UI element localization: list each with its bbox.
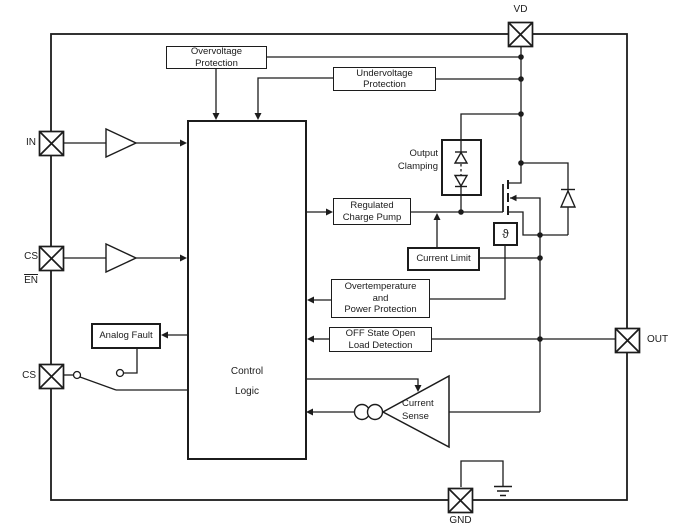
junction-dot	[518, 111, 524, 117]
wire-logic-to-sense-amp	[306, 378, 419, 385]
off-state-open-load-block: OFF State Open Load Detection	[329, 327, 432, 352]
gnd-pin-box	[447, 487, 474, 514]
out-pin-box	[614, 327, 641, 354]
in-pin-box	[38, 130, 65, 157]
arrow-right-chargepump	[326, 208, 333, 216]
junction-dot	[518, 54, 524, 60]
arrow-left-analog-fault	[161, 331, 168, 339]
pin-label-cs-en: CS EN	[12, 239, 38, 299]
device-boundary	[50, 33, 628, 501]
pin-label-cs-en-top: CS	[24, 251, 38, 262]
wire-analog-fault-to-switch	[124, 348, 138, 374]
wire-diode-branch	[521, 162, 569, 235]
overtemperature-protection-block: Overtemperature and Power Protection	[331, 279, 430, 318]
junction-dot	[537, 336, 543, 342]
wires	[50, 33, 628, 501]
wire-gnd-loop	[460, 460, 504, 487]
control-logic-block: Control Logic	[187, 120, 307, 460]
arrow-right-in	[180, 139, 187, 147]
arrow-left-offstate	[307, 335, 314, 343]
junction-dot	[518, 76, 524, 82]
pin-label-cs-en-bottom: EN	[24, 275, 38, 286]
temperature-sensor-block: ϑ	[493, 222, 518, 246]
junction-dot	[537, 232, 543, 238]
wire-undervoltage-to-logic	[257, 77, 333, 113]
current-mirror-circle-right	[366, 403, 384, 421]
switch-blade	[79, 376, 117, 391]
in-buffer-icon	[105, 127, 138, 159]
arrow-down-overvoltage	[212, 113, 220, 120]
switch-contact-right	[115, 368, 125, 378]
mosfet-symbol	[502, 180, 509, 215]
junction-dots	[458, 54, 543, 342]
arrow-left-overtemp	[307, 296, 314, 304]
ground-symbol	[494, 485, 512, 497]
pin-label-cs: CS	[22, 370, 36, 381]
cs-en-pin-box	[38, 245, 65, 272]
pin-label-out: OUT	[647, 334, 669, 345]
junction-dot	[518, 160, 524, 166]
overvoltage-protection-block: Overvoltage Protection	[166, 46, 267, 69]
en-buffer-icon	[105, 242, 138, 274]
cs-switch	[72, 368, 125, 380]
cs-pin-box	[38, 363, 65, 390]
junction-dot	[458, 209, 464, 215]
pin-label-vd: VD	[513, 4, 528, 15]
arrow-right-en	[180, 254, 187, 262]
arrow-down-sense-amp	[414, 385, 422, 392]
output-clamping-block	[441, 139, 482, 196]
junction-dot	[537, 255, 543, 261]
output-clamping-label: Output Clamping	[397, 148, 438, 172]
diode-triangle	[559, 189, 577, 208]
wire-clamp-top	[460, 113, 521, 139]
arrow-mosfet-body	[510, 194, 517, 202]
regulated-charge-pump-block: Regulated Charge Pump	[333, 198, 411, 225]
pin-boxes	[38, 21, 641, 514]
flyback-diode-symbol	[559, 188, 577, 208]
wire-vd-to-drain	[508, 47, 522, 184]
current-limit-block: Current Limit	[407, 247, 480, 271]
pin-label-gnd: GND	[449, 515, 472, 526]
arrow-up-currentlimit	[433, 213, 441, 220]
arrow-down-undervoltage	[254, 113, 262, 120]
current-mirror-circle-left	[353, 403, 371, 421]
vd-pin-box	[507, 21, 534, 48]
arrow-left-sense	[306, 408, 313, 416]
current-sense-label: Current Sense	[402, 398, 434, 422]
switch-contact-left	[72, 370, 82, 380]
analog-fault-block: Analog Fault	[91, 323, 161, 349]
pin-label-in: IN	[26, 137, 36, 148]
undervoltage-protection-block: Undervoltage Protection	[333, 67, 436, 91]
